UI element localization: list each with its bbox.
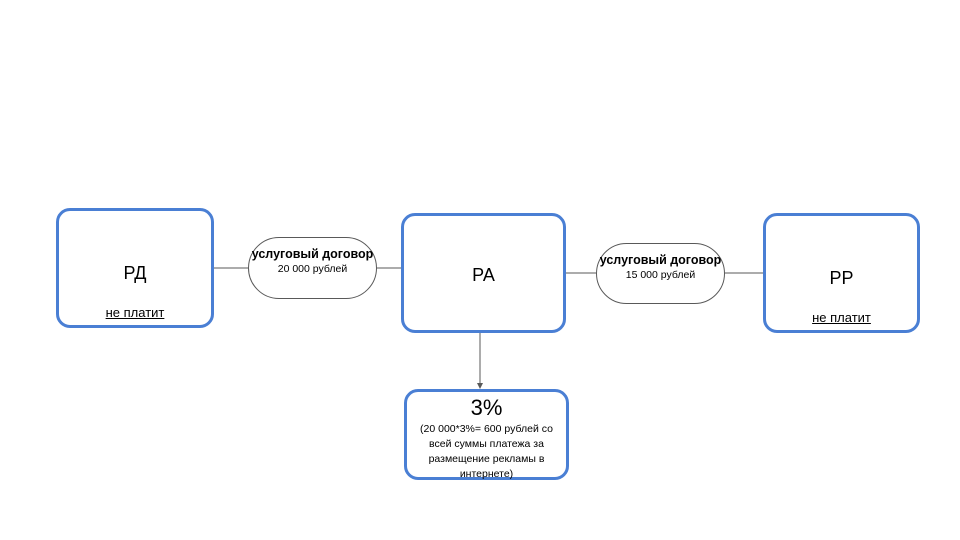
commission-value: 3% <box>470 395 503 420</box>
node-rd-note: не платит <box>105 305 165 320</box>
node-rd: РД не платит <box>56 208 214 328</box>
contract-ra-rr: услуговый договор 15 000 рублей <box>596 243 725 304</box>
node-ra-label: РА <box>472 265 495 285</box>
commission-box: 3% (20 000*3%= 600 рублей со всей суммы … <box>404 389 569 480</box>
node-ra: РА <box>401 213 566 333</box>
contract-ra-rr-title: услуговый договор <box>599 253 722 267</box>
node-rr-label: РР <box>829 268 854 288</box>
contract-ra-rr-amount: 15 000 рублей <box>625 269 696 281</box>
node-rr-note: не платит <box>812 310 871 325</box>
contract-rd-ra-amount: 20 000 рублей <box>277 263 348 275</box>
node-rr: РР не платит <box>763 213 920 333</box>
contract-rd-ra: услуговый договор 20 000 рублей <box>248 237 377 299</box>
commission-note: (20 000*3%= 600 рублей со всей суммы пла… <box>420 423 553 480</box>
node-rd-label: РД <box>123 263 147 283</box>
contract-rd-ra-title: услуговый договор <box>251 247 374 261</box>
